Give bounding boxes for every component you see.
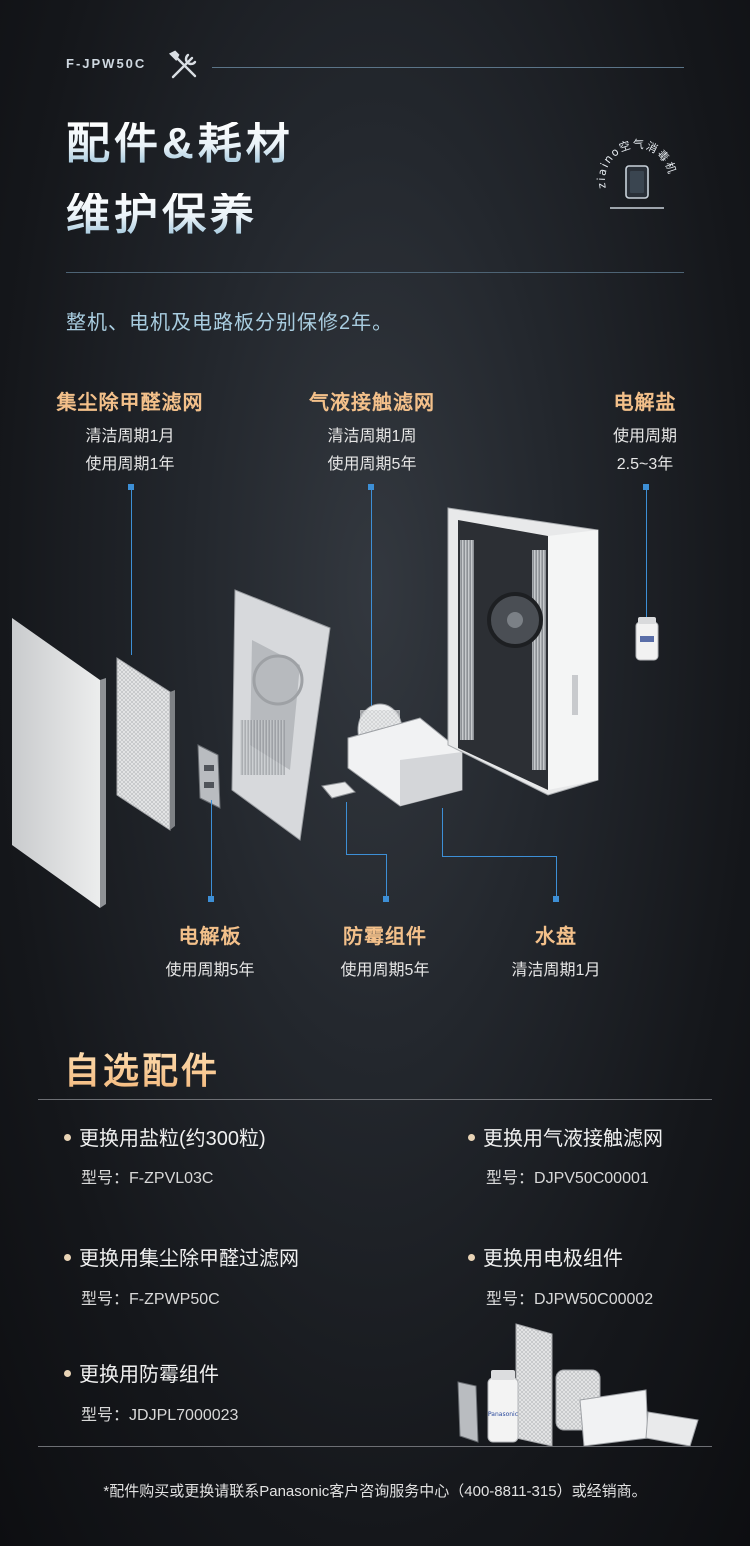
inner-frame-image (231, 589, 331, 841)
part-info: 清洁周期1周 (327, 428, 417, 445)
callout-line (346, 802, 347, 854)
callout-line (346, 854, 386, 855)
accessory-model: 型号：F-ZPVL03C (81, 1164, 213, 1188)
exploded-view-illustration (12, 507, 659, 908)
accessory-item: 更换用电极组件 (468, 1242, 623, 1271)
model-prefix: 型号： (486, 1170, 535, 1187)
model-number: F-ZPVL03C (129, 1170, 214, 1187)
electrode-image (197, 744, 221, 809)
callout-line (386, 854, 387, 898)
part-info: 使用周期5年 (165, 962, 255, 979)
model-number: DJPV50C00001 (534, 1170, 649, 1187)
accessory-name: 更换用盐粒(约300粒) (79, 1128, 266, 1150)
callout-dot (383, 896, 389, 902)
air-purifier-seal-icon: ziaino空气消毒机 (595, 137, 678, 209)
accessory-item: 更换用防霉组件 (64, 1358, 219, 1387)
part-name: 气液接触滤网 (309, 392, 435, 414)
part-label-electrode: 电解板 使用周期5年 (110, 920, 310, 985)
part-label-dust-filter: 集尘除甲醛滤网 清洁周期1月 使用周期1年 (20, 386, 240, 479)
model-prefix: 型号： (81, 1291, 130, 1308)
title-divider (66, 272, 684, 273)
model-prefix: 型号： (81, 1170, 130, 1187)
accessory-item: 更换用盐粒(约300粒) (64, 1122, 266, 1151)
bullet-icon (64, 1254, 71, 1262)
salt-bottle-brand: Panasonic (488, 1411, 518, 1418)
callout-line (211, 800, 212, 898)
model-number: DJPW50C00002 (534, 1291, 654, 1308)
accessory-name: 更换用电极组件 (483, 1248, 623, 1270)
bullet-icon (468, 1134, 475, 1142)
section-divider (38, 1099, 712, 1100)
accessory-model: 型号：DJPW50C00002 (486, 1285, 653, 1309)
model-tag: F-JPW50C (66, 56, 147, 71)
accessory-item: 更换用集尘除甲醛过滤网 (64, 1242, 299, 1271)
part-name: 水盘 (535, 926, 577, 948)
optional-accessories-title: 自选配件 (64, 1042, 220, 1094)
part-info: 清洁周期1月 (85, 428, 175, 445)
callout-line (131, 487, 132, 655)
section-divider (38, 1446, 712, 1447)
callout-line (371, 487, 372, 712)
callout-line (646, 487, 647, 617)
salt-bottle-image (635, 617, 659, 661)
bullet-icon (64, 1134, 71, 1142)
part-info: 2.5~3年 (616, 456, 674, 473)
part-info: 使用周期5年 (327, 456, 417, 473)
bullet-icon (64, 1370, 71, 1378)
callout-line (442, 856, 556, 857)
accessory-model: 型号：F-ZPWP50C (81, 1285, 220, 1309)
tools-icon (168, 50, 197, 79)
part-info: 清洁周期1月 (511, 962, 601, 979)
part-label-gas-liquid-filter: 气液接触滤网 清洁周期1周 使用周期5年 (262, 386, 482, 479)
accessory-model: 型号：DJPV50C00001 (486, 1164, 649, 1188)
callout-line (556, 856, 557, 898)
accessories-group-image: Panasonic (457, 1323, 699, 1447)
part-label-anti-mold: 防霉组件 使用周期5年 (285, 920, 485, 985)
part-name: 电解板 (178, 926, 242, 948)
part-info: 使用周期5年 (340, 962, 430, 979)
anti-mold-component-image (321, 781, 356, 799)
model-prefix: 型号： (81, 1407, 130, 1424)
part-label-salt: 电解盐 使用周期 2.5~3年 (560, 386, 730, 479)
model-number: JDJPL7000023 (129, 1407, 239, 1424)
dust-filter-image (116, 657, 175, 831)
brand-seal: ziaino空气消毒机 (590, 130, 682, 222)
callout-dot (208, 896, 214, 902)
accessory-name: 更换用防霉组件 (79, 1364, 219, 1386)
accessory-name: 更换用气液接触滤网 (483, 1128, 663, 1150)
part-name: 集尘除甲醛滤网 (56, 392, 204, 414)
front-panel-image (12, 618, 106, 908)
part-name: 电解盐 (613, 392, 677, 414)
bullet-icon (468, 1254, 475, 1262)
accessory-item: 更换用气液接触滤网 (468, 1122, 663, 1151)
header-divider (212, 67, 684, 68)
accessory-model: 型号：JDJPL7000023 (81, 1401, 238, 1425)
accessory-name: 更换用集尘除甲醛过滤网 (79, 1248, 299, 1270)
part-info: 使用周期1年 (85, 456, 175, 473)
callout-line (442, 808, 443, 856)
page-title-line2: 维护保养 (66, 190, 258, 239)
footer-note: *配件购买或更换请联系Panasonic客户咨询服务中心（400-8811-31… (103, 1483, 647, 1500)
part-name: 防霉组件 (343, 926, 427, 948)
part-label-water-tray: 水盘 清洁周期1月 (456, 920, 656, 985)
water-tray-image (347, 717, 463, 807)
part-info: 使用周期 (612, 428, 677, 445)
model-number: F-ZPWP50C (129, 1291, 220, 1308)
page-title-line1: 配件&耗材 (66, 119, 294, 168)
warranty-subtitle: 整机、电机及电路板分别保修2年。 (66, 312, 394, 334)
main-body-image (447, 507, 599, 796)
callout-dot (553, 896, 559, 902)
model-prefix: 型号： (486, 1291, 535, 1308)
